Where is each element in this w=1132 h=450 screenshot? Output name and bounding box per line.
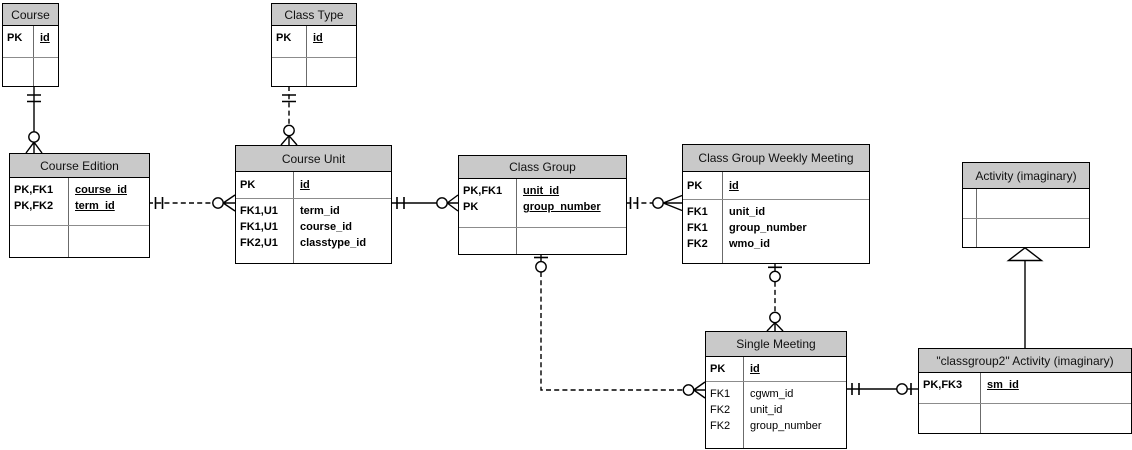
field-name: id [729,179,739,192]
entity-classgroup2-activity: "classgroup2" Activity (imaginary) PK,FK… [918,348,1132,434]
entity-class-group: Class Group PK,FK1 PK unit_id group_numb… [458,155,627,255]
entity-course: Course PK id [2,3,59,87]
key-constraint: FK2 [710,420,731,432]
key-constraint: PK [7,32,23,44]
field-name: unit_id [729,206,766,218]
entity-activity-imaginary: Activity (imaginary) [962,162,1090,248]
key-rows: PK id [706,357,846,381]
field-name: course_id [300,221,352,233]
attr-rows: FK1 FK2 FK2 cgwm_id unit_id group_number [706,381,846,448]
generalization-triangle-icon [1006,246,1044,262]
key-constraint: FK1 [710,388,731,400]
key-rows: PK,FK1 PK unit_id group_number [459,179,626,227]
relationship-class-group-weekly-meeting [625,194,683,212]
relationship-generalization-activity [1006,246,1044,348]
field-name: classtype_id [300,237,367,249]
entity-title: Class Group [459,156,626,179]
key-rows: PK id [236,172,391,198]
field-name: id [300,179,310,191]
field-name: group_number [750,420,822,432]
relationship-course-course-edition [25,86,43,154]
key-constraint: PK [687,179,703,192]
field-name: id [40,32,50,44]
relationship-class-group-single-meeting [534,255,706,399]
key-constraint: PK,FK3 [923,379,963,391]
relationship-single-meeting-classgroup2 [845,383,918,395]
attr-rows [459,227,626,254]
relationship-class-type-course-unit [280,86,298,146]
entity-title: "classgroup2" Activity (imaginary) [919,349,1131,373]
key-constraint: PK,FK1 [14,184,54,196]
entity-title: Class Group Weekly Meeting [683,145,869,172]
entity-title: Course [3,4,58,26]
entity-title: Course Edition [10,154,149,178]
field-name: sm_id [987,379,1019,391]
relationship-course-edition-course-unit [148,194,236,212]
key-constraint: FK1,U1 [240,205,278,217]
attr-rows [963,218,1089,247]
key-constraint: FK1 [687,222,708,234]
key-constraint: PK [463,201,479,213]
field-name: term_id [75,200,115,212]
field-name: cgwm_id [750,388,794,400]
attr-rows [272,57,356,86]
key-constraint: FK2 [710,404,731,416]
entity-class-type: Class Type PK id [271,3,357,87]
key-rows: PK id [683,172,869,199]
key-constraint: FK1 [687,206,708,218]
entity-title: Single Meeting [706,332,846,357]
entity-title: Activity (imaginary) [963,163,1089,189]
key-constraint: PK [240,179,256,191]
key-constraint: FK1,U1 [240,221,278,233]
attr-rows [10,225,149,257]
field-name: unit_id [750,404,783,416]
field-name: id [313,32,323,44]
entity-class-group-weekly-meeting: Class Group Weekly Meeting PK id FK1 FK1… [682,144,870,264]
entity-single-meeting: Single Meeting PK id FK1 FK2 FK2 cgwm_id… [705,331,847,449]
key-constraint: PK,FK1 [463,185,503,197]
entity-title: Class Type [272,4,356,26]
key-rows: PK,FK1 PK,FK2 course_id term_id [10,178,149,225]
relationship-course-unit-class-group [390,194,459,212]
key-constraint: FK2,U1 [240,237,278,249]
key-constraint: PK [276,32,292,44]
relationship-weekly-meeting-single-meeting [766,264,784,332]
field-name: id [750,363,760,375]
entity-title: Course Unit [236,146,391,172]
attr-rows [919,403,1131,433]
entity-course-edition: Course Edition PK,FK1 PK,FK2 course_id t… [9,153,150,258]
key-rows: PK,FK3 sm_id [919,373,1131,403]
attr-rows: FK1,U1 FK1,U1 FK2,U1 term_id course_id c… [236,198,391,263]
key-rows: PK id [3,26,58,57]
field-name: group_number [523,201,601,213]
attr-rows [3,57,58,86]
key-rows: PK id [272,26,356,57]
field-name: unit_id [523,185,560,197]
field-name: group_number [729,222,807,234]
key-constraint: PK,FK2 [14,200,54,212]
entity-course-unit: Course Unit PK id FK1,U1 FK1,U1 FK2,U1 t… [235,145,392,264]
attr-rows: FK1 FK1 FK2 unit_id group_number wmo_id [683,199,869,263]
field-name: course_id [75,184,127,196]
field-name: wmo_id [729,238,770,250]
key-rows [963,189,1089,218]
field-name: term_id [300,205,340,217]
key-constraint: PK [710,363,726,375]
key-constraint: FK2 [687,238,708,250]
